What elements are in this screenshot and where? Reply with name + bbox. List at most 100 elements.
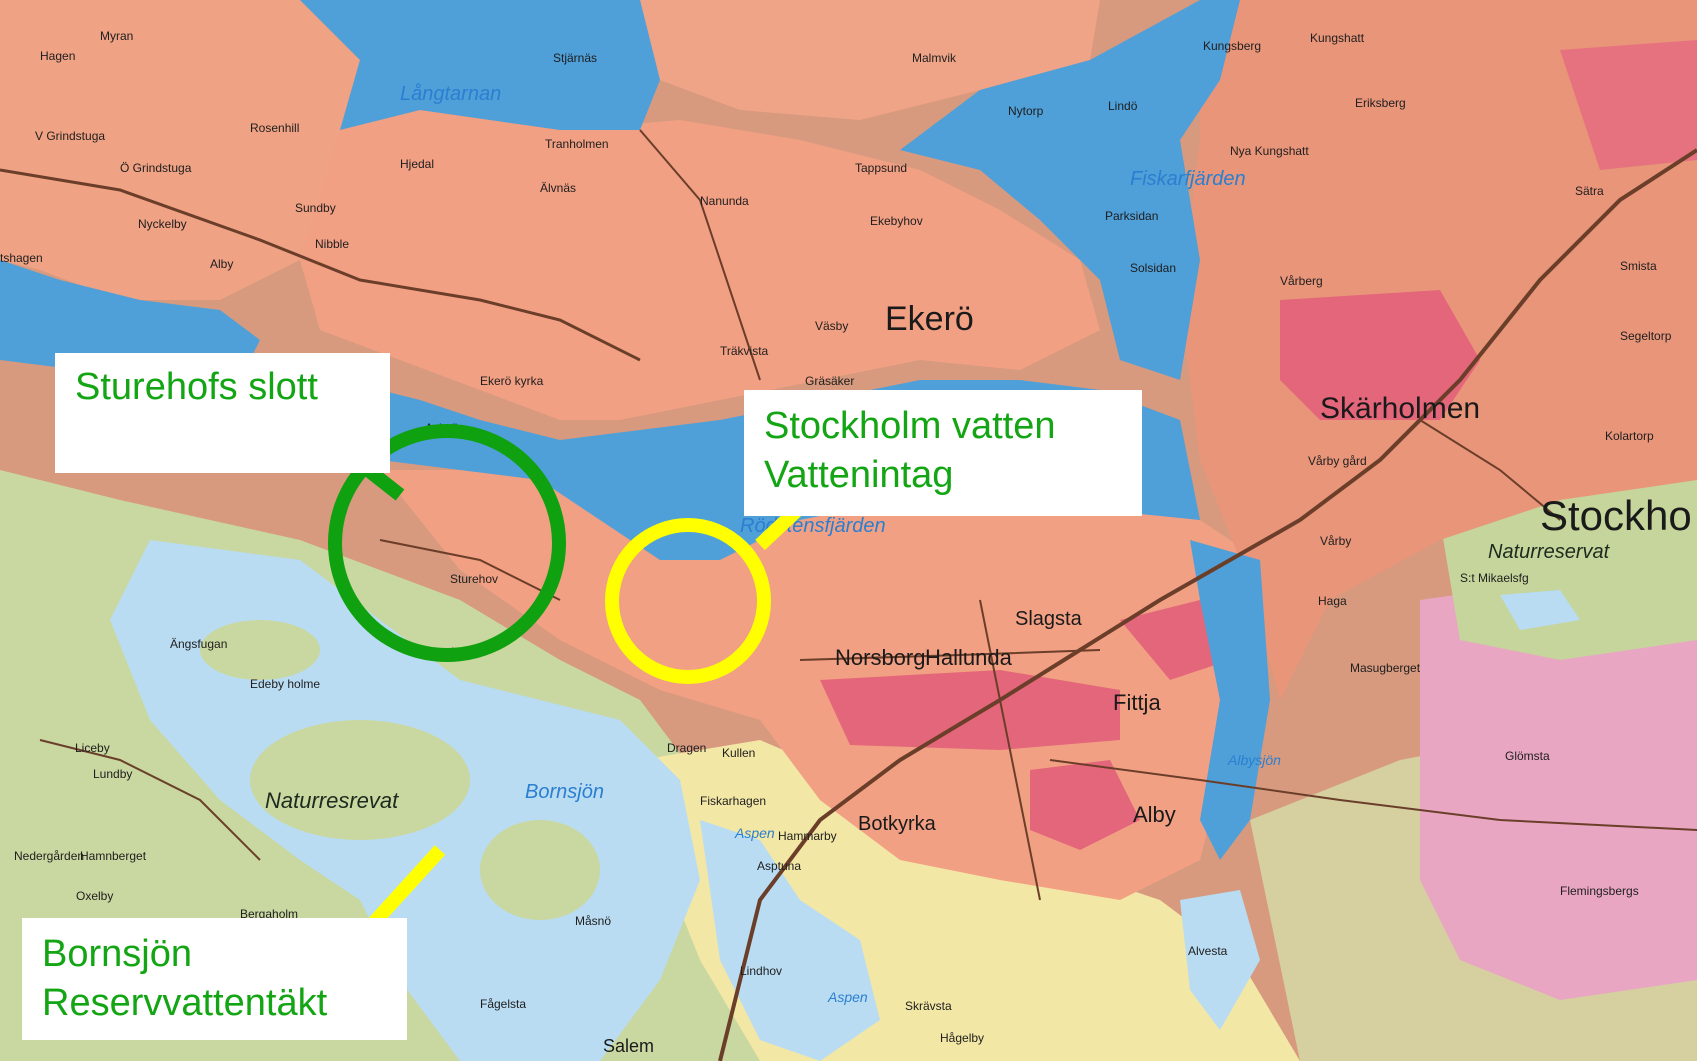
vattenintag-callout: Stockholm vatten Vattenintag — [744, 390, 1142, 516]
place-label-enksberg: Eriksberg — [1355, 96, 1406, 110]
place-label-nibble: Nibble — [315, 237, 349, 251]
place-label-malmvik: Malmvik — [912, 51, 957, 65]
place-label-nya_kungshatt: Nya Kungshatt — [1230, 144, 1309, 158]
place-label-fittja: Fittja — [1113, 690, 1161, 715]
place-label-vasby: Väsby — [815, 319, 848, 333]
norsborg-dense — [820, 670, 1120, 750]
place-label-tshagen: tshagen — [0, 251, 43, 265]
water-label-aspen2: Aspen — [827, 989, 868, 1005]
water-label-langtarnan: Långtarnan — [400, 83, 501, 105]
place-label-lundby: Lundby — [93, 767, 132, 781]
place-label-asptuna: Asptuna — [757, 859, 801, 873]
place-label-rosenhill: Rosenhill — [250, 121, 299, 135]
place-label-hagelby: Hågelby — [940, 1031, 984, 1045]
place-label-solsidan: Solsidan — [1130, 261, 1176, 275]
bornsjon-callout: Bornsjön Reservvattentäkt — [22, 918, 407, 1040]
place-label-liceby: Liceby — [75, 741, 110, 755]
water-label-fiskarfjarden: Fiskarfjärden — [1130, 168, 1246, 190]
water-label-aspen: Aspen — [734, 825, 775, 841]
fittja-dense — [1120, 600, 1230, 680]
place-label-ekero: Ekerö — [885, 300, 974, 338]
skarholmen-dense — [1280, 290, 1480, 420]
place-label-hamnberget: Hamnberget — [80, 849, 147, 863]
place-label-stockholm: Stockho — [1540, 492, 1692, 539]
place-label-ekero_kyrka: Ekerö kyrka — [480, 374, 544, 388]
place-label-masugsberget: Masugberget — [1350, 661, 1421, 675]
north-west-land — [0, 0, 360, 300]
place-label-hammarby: Hammarby — [778, 829, 837, 843]
place-label-alby_n: Alby — [210, 257, 233, 271]
place-label-stjarnas: Stjärnäs — [553, 51, 597, 65]
place-label-skravsta: Skrävsta — [905, 999, 952, 1013]
alvesta-water — [1180, 890, 1260, 1030]
place-label-st_mikaelsfg: S:t Mikaelsfg — [1460, 571, 1529, 585]
malaren-north-channel — [900, 0, 1240, 380]
place-label-norsborg: Norsborg — [835, 645, 925, 670]
ekero-island — [280, 110, 1100, 420]
place-label-v_grindstuga: V Grindstuga — [35, 129, 105, 143]
place-label-oxelby: Oxelby — [76, 889, 113, 903]
bornsjon-island-2 — [480, 820, 600, 920]
place-label-hallunda: Hallunda — [925, 645, 1013, 670]
place-label-kungsberg: Kungsberg — [1203, 39, 1261, 53]
place-label-hagen: Hagen — [40, 49, 75, 63]
north-land-strip — [640, 0, 1100, 120]
bornsjon-callout-line-1: Bornsjön — [42, 933, 192, 975]
pink-residential-east — [1420, 560, 1697, 1000]
place-label-skarholmen: Skärholmen — [1320, 392, 1480, 425]
bornsjon-island-3 — [200, 620, 320, 680]
place-label-flemingsberg: Flemingsbergs — [1560, 884, 1639, 898]
place-label-segeltorp: Segeltorp — [1620, 329, 1672, 343]
sturehof-callout: Sturehofs slott — [55, 353, 390, 473]
place-label-nedergarden: Nedergården — [14, 849, 84, 863]
east-dense — [1560, 40, 1697, 170]
place-label-parksidan: Parksidan — [1105, 209, 1158, 223]
vattenintag-marker-circle[interactable] — [605, 518, 771, 684]
malaren-water — [300, 0, 660, 130]
water-label-bornsjon: Bornsjön — [525, 781, 604, 803]
place-label-varby_gard: Vårby gård — [1308, 454, 1367, 468]
sturehof-marker-circle[interactable] — [328, 424, 566, 662]
green-label-naturresrevat: Naturresrevat — [265, 788, 399, 813]
place-label-grasaker: Gräsäker — [805, 374, 854, 388]
place-label-kolartorp: Kolartorp — [1605, 429, 1654, 443]
alby-dense — [1030, 760, 1140, 850]
place-label-lindhov: Lindhov — [740, 964, 782, 978]
albysjon — [1190, 540, 1270, 860]
place-label-nytorp: Nytorp — [1008, 104, 1044, 118]
place-label-bergaholm: Bergaholm — [240, 907, 298, 921]
place-label-botkyrka: Botkyrka — [858, 813, 937, 835]
vattenintag-callout-line-2: Vattenintag — [764, 453, 954, 496]
malaren-west-channel — [0, 260, 260, 380]
aspen-water — [700, 820, 880, 1061]
road-network — [0, 129, 1697, 1061]
place-label-nyckelby: Nyckelby — [138, 217, 187, 231]
place-label-fiskarhagen: Fiskarhagen — [700, 794, 766, 808]
place-label-smista: Smista — [1620, 259, 1657, 273]
small-lake-east — [1500, 590, 1580, 630]
green-area-labels: Naturresrevat Naturreservat — [265, 541, 1611, 813]
place-label-kungshatt: Kungshatt — [1310, 31, 1365, 45]
place-label-kullen: Kullen — [722, 746, 755, 760]
place-label-ekebyhov: Ekebyhov — [870, 214, 923, 228]
place-label-hjedal: Hjedal — [400, 157, 434, 171]
place-label-trakvista: Träkvista — [720, 344, 769, 358]
place-label-slagsta: Slagsta — [1015, 608, 1083, 630]
place-label-salem: Salem — [603, 1036, 654, 1056]
place-label-tappsund: Tappsund — [855, 161, 907, 175]
vattenintag-callout-line-1: Stockholm vatten — [764, 405, 1056, 447]
place-label-ekeby_holme: Edeby holme — [250, 677, 320, 691]
water-label-alby_sjon: Albysjön — [1227, 752, 1281, 768]
place-label-lindo: Lindö — [1108, 99, 1138, 113]
place-label-sundby: Sundby — [295, 201, 336, 215]
place-label-tranholmen: Tranholmen — [545, 137, 609, 151]
place-label-angsfugan: Ängsfugan — [170, 637, 227, 651]
place-label-satra: Sätra — [1575, 184, 1604, 198]
place-label-masnö: Måsnö — [575, 914, 611, 928]
place-label-alvnas: Älvnäs — [540, 181, 576, 195]
green-label-naturreservat_e: Naturreservat — [1488, 541, 1611, 563]
